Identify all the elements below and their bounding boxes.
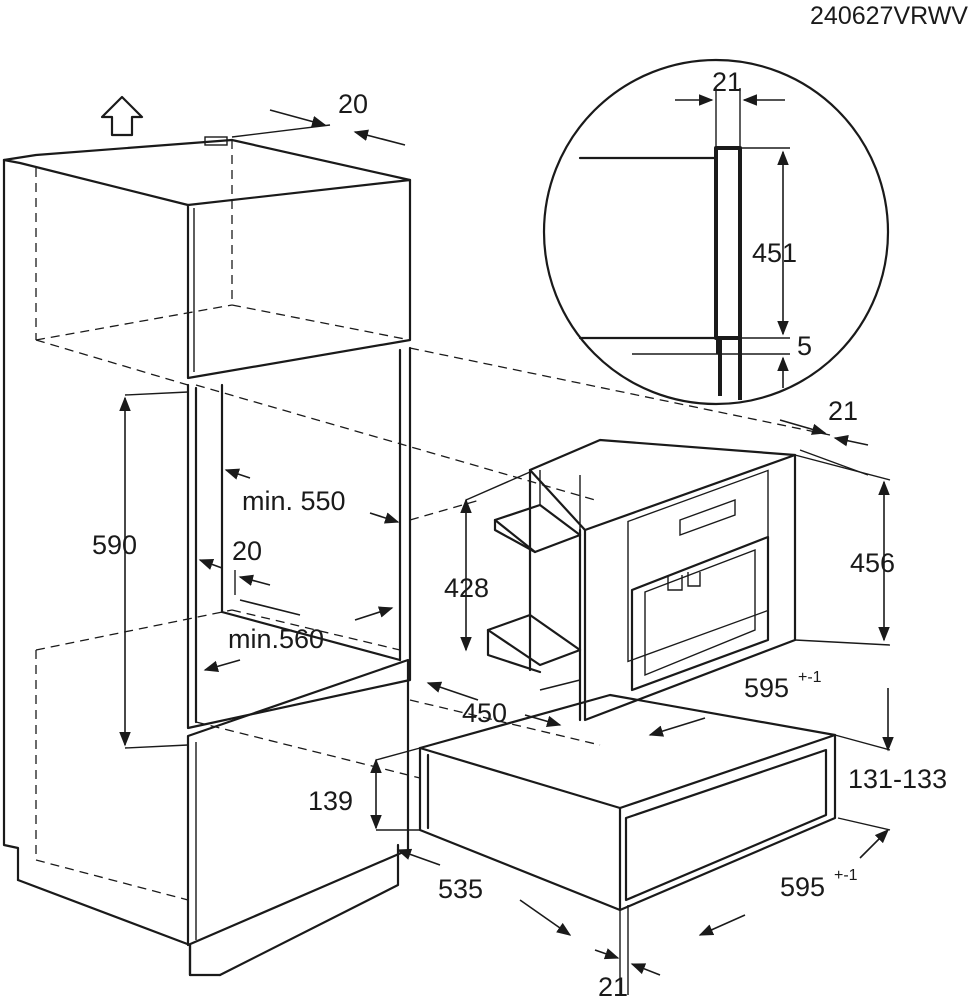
top-vent (204, 136, 228, 146)
dim-front-offset-bottom: 21 (598, 972, 628, 1000)
hidden-lines (35, 140, 831, 901)
dim-niche-width-min: min. 550 (242, 486, 346, 516)
dim-niche-height: 590 (92, 530, 137, 560)
dim-appliance-width-tol: +-1 (798, 669, 822, 686)
dimension-lines (119, 94, 894, 995)
dim-drawer-width: 595 (780, 872, 825, 902)
dim-drawer-total-height: 131-133 (848, 764, 947, 794)
dim-top-gap: 20 (338, 89, 368, 119)
dim-drawer-width-tol: +-1 (834, 867, 858, 884)
dim-appliance-width: 595 (744, 673, 789, 703)
up-arrow-icon (100, 95, 144, 137)
dim-appliance-depth: 450 (462, 698, 507, 728)
dimension-labels: 20 21 451 5 21 456 428 450 595 +-1 131-1… (92, 67, 947, 1000)
dim-drawer-depth: 535 (438, 874, 483, 904)
detail-view (542, 58, 890, 406)
dim-drawer-height: 139 (308, 786, 353, 816)
dim-detail-gap: 21 (712, 67, 742, 97)
dim-side-gap: 20 (232, 536, 262, 566)
dim-detail-height: 451 (752, 238, 797, 268)
dim-appliance-body-height: 428 (444, 573, 489, 603)
tall-cabinet (2, 136, 412, 977)
dim-appliance-height: 456 (850, 548, 895, 578)
warming-drawer (418, 693, 837, 912)
drawing-code: 240627VRWV (810, 2, 968, 30)
dim-niche-depth-min: min.560 (228, 624, 324, 654)
dim-front-offset-top: 21 (828, 396, 858, 426)
dim-detail-offset: 5 (797, 331, 812, 361)
